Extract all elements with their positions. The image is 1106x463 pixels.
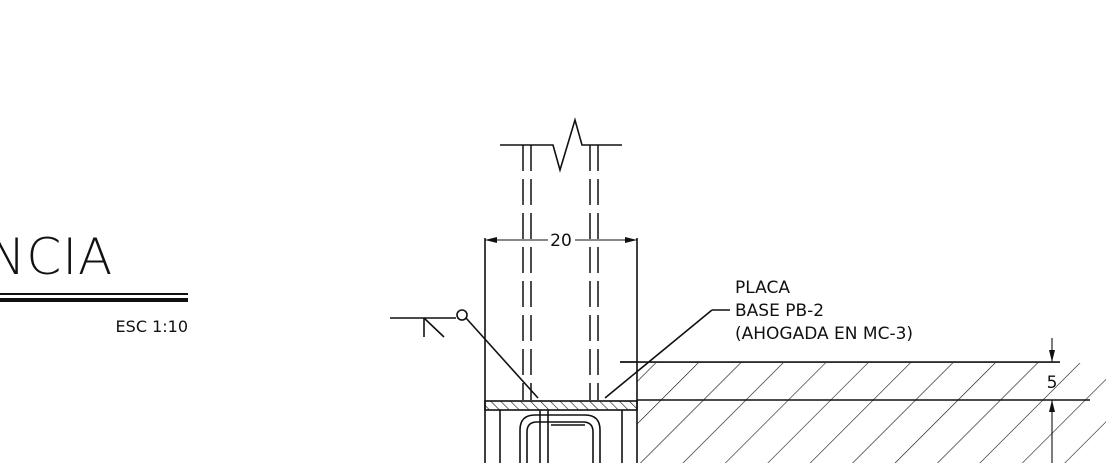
column-rebar [522, 145, 599, 400]
weld-symbol [390, 309, 539, 399]
plate-note-line3: (AHOGADA EN MC-3) [735, 324, 913, 344]
plate-note-line2: BASE PB-2 [735, 301, 824, 321]
title-underline [0, 293, 188, 302]
anchor-bolt [499, 410, 623, 463]
plate-leader [604, 309, 730, 399]
title-text: NCIA [0, 228, 113, 286]
offset-dimension-label: 5 [1047, 373, 1058, 393]
width-dimension [485, 237, 637, 243]
column-top-break [500, 117, 622, 173]
plate-note-line1: PLACA [735, 278, 790, 298]
width-dimension-label: 20 [550, 231, 572, 251]
scale-label: ESC 1:10 [116, 317, 188, 336]
offset-dimension [1049, 338, 1055, 463]
base-plate [484, 400, 638, 411]
concrete-hatch [637, 363, 1106, 463]
